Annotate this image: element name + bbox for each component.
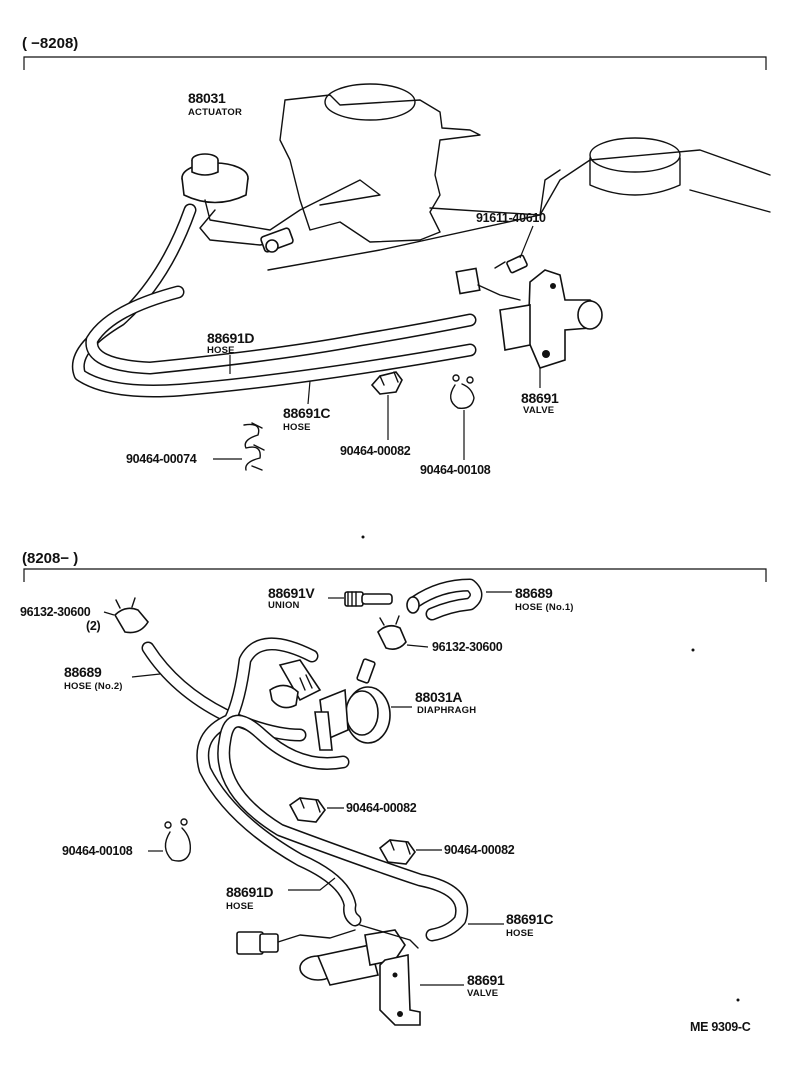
union-name: UNION [268,600,300,611]
actuator-part-name: ACTUATOR [188,107,242,118]
hose-no2-leader [131,673,161,678]
bottom-clip-00082-b [378,839,416,865]
bottom-clip-00108-number: 90464-00108 [62,844,133,858]
figure-code: ME 9309-C [690,1020,751,1034]
diaphragm-number: 88031A [415,689,462,705]
top-section-bracket [23,56,767,70]
hose-no2-part [141,641,307,742]
top-clip-00082-number: 90464-00082 [340,444,411,458]
bottom-clamp-2x [113,597,149,634]
bottom-clip-00108 [164,818,192,862]
bottom-section: (8208− ) 96132-30600 (2) 88691V UNION 88… [20,550,767,1026]
bottom-section-header: (8208− ) [22,550,78,567]
hose-no2-name: HOSE (No.2) [64,681,123,692]
bottom-clip-00082-a-number: 90464-00082 [346,801,417,815]
top-valve-name: VALVE [523,405,554,416]
top-clip-00108 [450,374,475,409]
actuator-part-number: 88031 [188,90,226,106]
bottom-clamp-single-leader [406,644,429,648]
hose-no1-part [406,578,483,621]
top-hose-d-number: 88691D [207,330,254,346]
top-clip-00074-number: 90464-00074 [126,452,197,466]
top-clip-00074 [243,422,265,471]
union-part [344,591,393,607]
bottom-clamp-single-number: 96132-30600 [432,640,503,654]
top-hose-c-leader [307,380,311,405]
bolt-part [494,254,528,274]
bottom-clamp-2x-leader [103,611,115,616]
top-valve-part [455,267,603,369]
hose-no1-name: HOSE (No.1) [515,602,574,613]
top-clip-00108-number: 90464-00108 [420,463,491,477]
speck-dot-2 [691,648,695,652]
bottom-valve-name: VALVE [467,988,498,999]
bottom-clamp-2x-number: 96132-30600 [20,605,91,619]
speck-dot-3 [736,998,740,1002]
actuator-part [181,153,381,253]
speck-dot [361,535,365,539]
bottom-clip-00082-b-number: 90464-00082 [444,843,515,857]
bolt-part-number: 91611-40610 [476,211,546,225]
bottom-hose-d-name: HOSE [226,901,254,912]
bottom-clip-00082-a [288,797,326,823]
top-hose-d-name: HOSE [207,345,235,356]
hose-no2-number: 88689 [64,664,102,680]
bottom-clamp-2x-qty: (2) [86,619,101,633]
top-valve-number: 88691 [521,390,559,406]
top-hose-c-name: HOSE [283,422,311,433]
top-section-header: ( −8208) [22,35,78,52]
bottom-hose-c-number: 88691C [506,911,553,927]
top-section: ( −8208) 88031 ACTUATOR [22,35,771,539]
bottom-section-bracket [23,568,767,582]
bottom-valve-number: 88691 [467,972,505,988]
union-number: 88691V [268,585,315,601]
top-hoses [72,203,477,398]
top-hose-c-number: 88691C [283,405,330,421]
diaphragm-part [269,658,391,751]
bottom-hoses [196,637,468,942]
engine-outline [267,83,771,271]
bottom-hose-d-leader [288,877,336,891]
bottom-hose-c-name: HOSE [506,928,534,939]
bottom-clamp-single [377,615,407,650]
diaphragm-name: DIAPHRAGH [417,705,476,716]
bolt-leader [519,225,534,259]
bottom-valve-part [236,924,421,1026]
bottom-hose-d-number: 88691D [226,884,273,900]
hose-no1-number: 88689 [515,585,553,601]
top-clip-00082 [370,371,403,395]
